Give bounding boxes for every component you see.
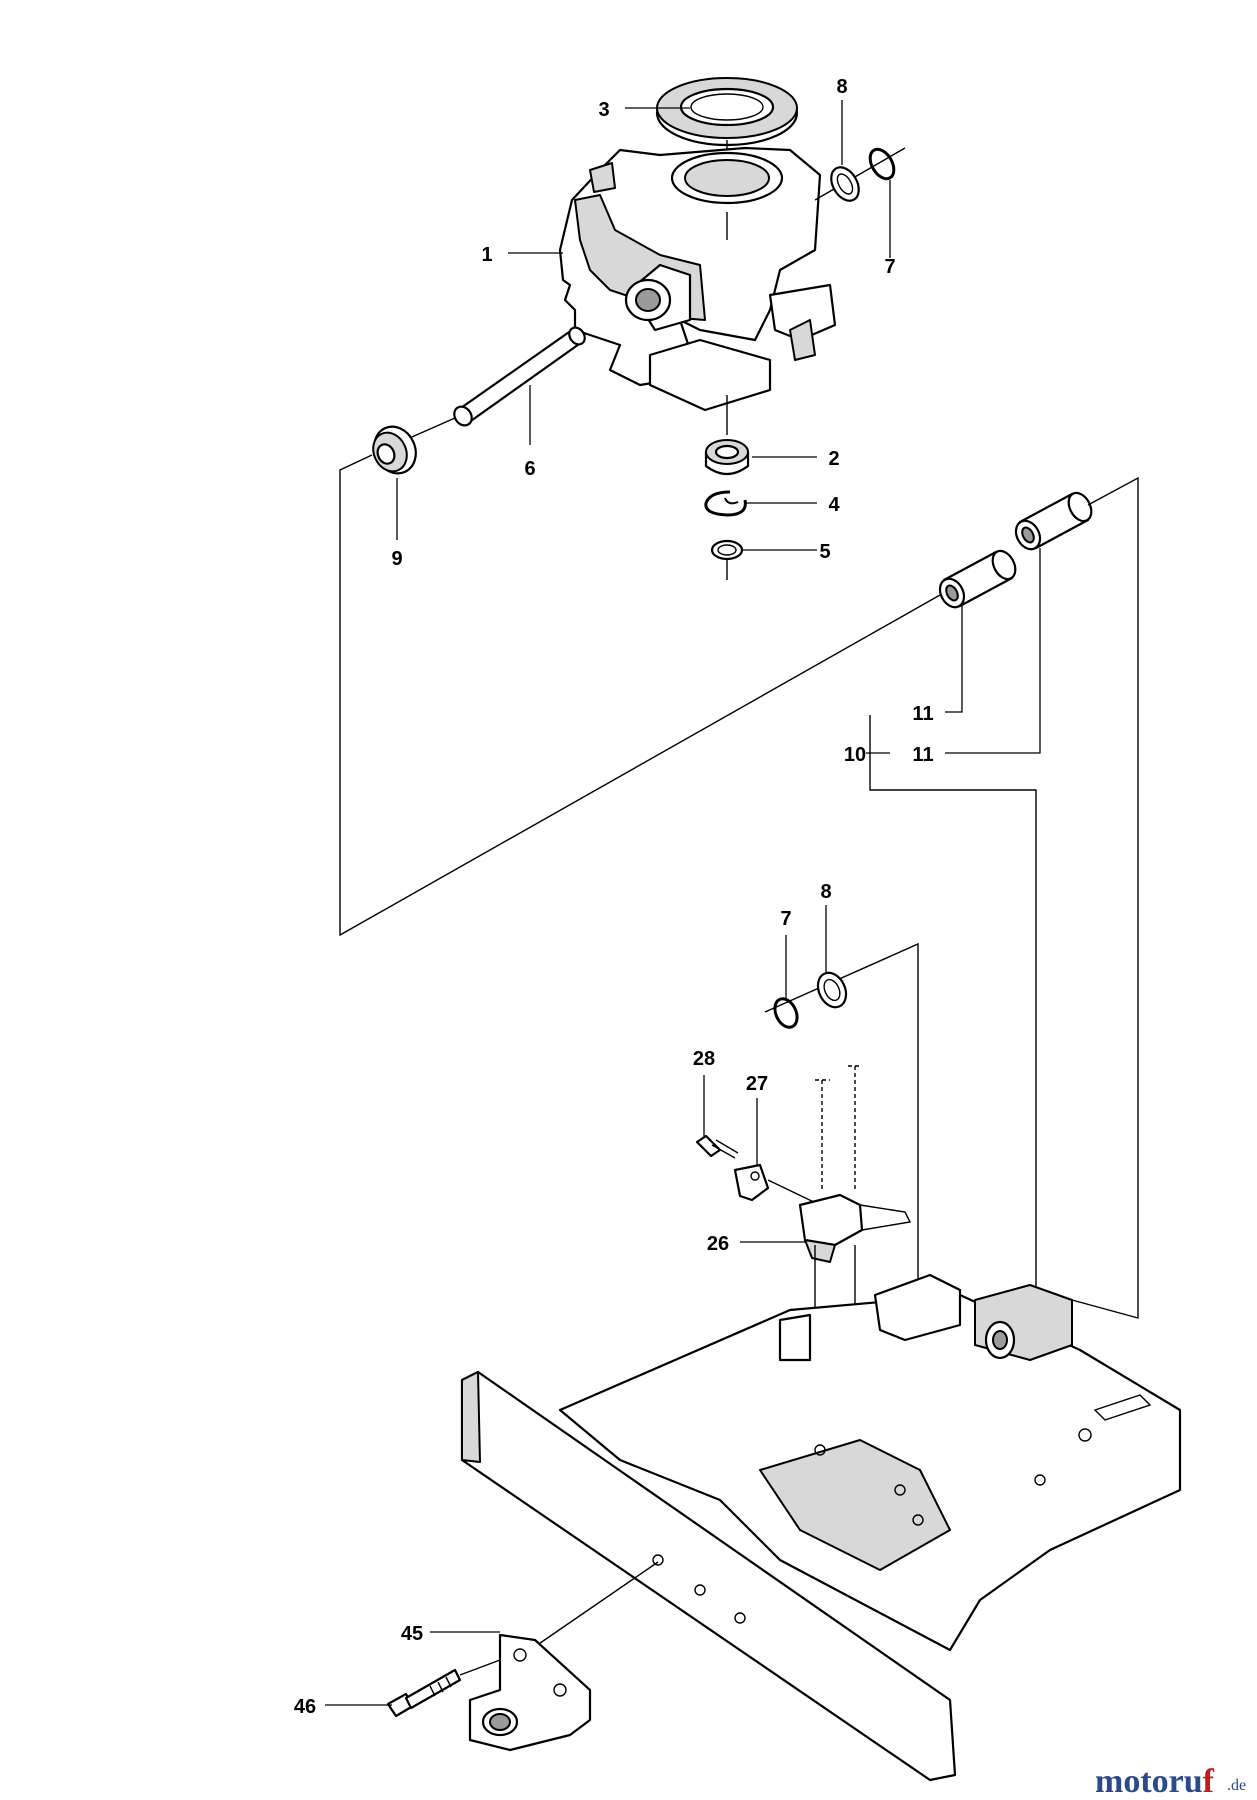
washer-8-top [830,166,860,202]
callout-4: 4 [828,494,840,516]
assembly-line-11 [1071,476,1139,1319]
bumper [460,1370,957,1782]
watermark-brand: motoruf [1095,1763,1215,1800]
axis-line [529,1561,659,1651]
watermark-tld: .de [1227,1777,1246,1794]
callout-26: 26 [707,1233,729,1255]
circlip-7-mid [773,997,799,1029]
callout-6: 6 [524,458,535,480]
bearing-2 [704,439,750,476]
callout-27: 27 [746,1073,768,1095]
axis-line [459,1659,501,1676]
callout-8-top: 8 [836,76,847,98]
bracket-45 [468,1633,592,1752]
washer-8-mid [816,971,848,1009]
circlip-7-top [868,147,896,181]
bushing-9 [372,425,417,475]
callout-11-upper: 11 [912,703,933,725]
watermark-logo: motoruf .de [1095,1763,1246,1800]
assembly-line-10 [869,715,1037,1290]
callout-45: 45 [401,1623,423,1645]
callout-8-mid: 8 [820,881,831,903]
sleeve-11b [1014,491,1093,551]
callout-9: 9 [391,548,402,570]
callout-5: 5 [819,541,830,563]
callout-7-top: 7 [884,256,895,278]
callout-3: 3 [598,99,609,121]
retaining-ring-4 [704,490,747,517]
washer-5 [710,539,744,561]
callout-7-mid: 7 [780,908,791,930]
callout-28: 28 [693,1048,715,1070]
clamp-27 [733,1163,770,1202]
frame [558,1273,1182,1652]
callout-2: 2 [828,448,839,470]
axis-line [814,147,906,201]
bolt-46 [386,1668,462,1718]
callout-10: 10 [844,744,866,766]
callout-11-lower: 11 [912,744,933,766]
assembly-line-7-8 [764,942,919,1390]
axis-line [767,1179,821,1206]
callout-leaders [325,100,1041,1706]
screw-28 [695,1134,739,1159]
callout-46: 46 [294,1696,316,1718]
switch-26 [798,1193,912,1263]
switch-screws [815,1065,862,1190]
housing-1 [558,146,837,412]
pin-6 [453,326,586,427]
callout-1: 1 [481,244,492,266]
bearing-3 [655,77,799,147]
sleeve-11a [938,549,1017,609]
assembly-line-9 [339,454,941,937]
axis-line [404,417,456,441]
